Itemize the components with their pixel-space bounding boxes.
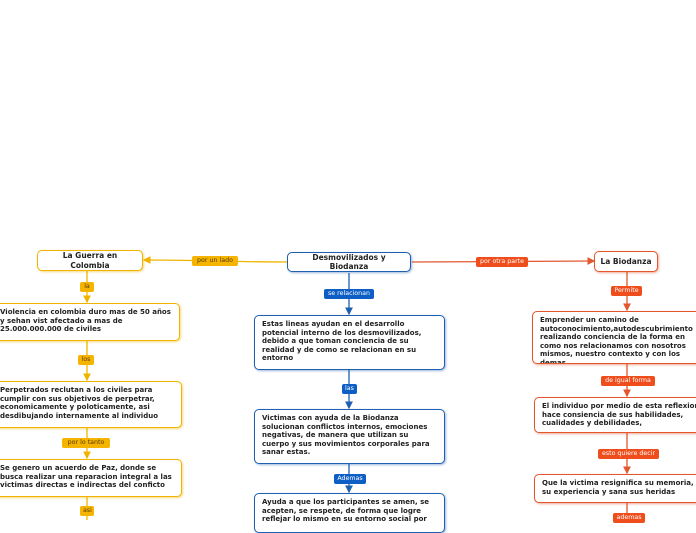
label-ademas-right[interactable]: ademas	[613, 513, 645, 523]
node-center-topic[interactable]: Desmovilizados y Biodanza	[287, 252, 411, 272]
label-la[interactable]: la	[80, 282, 94, 292]
node-left-1[interactable]: Violencia en colombia duro mas de 50 año…	[0, 303, 180, 341]
node-left-2[interactable]: Perpetrados reclutan a los civiles para …	[0, 381, 182, 428]
node-right-2[interactable]: El individuo por medio de esta reflexion…	[534, 397, 696, 433]
node-center-2[interactable]: Victimas con ayuda de la Biodanza soluci…	[254, 409, 445, 464]
label-ademas-center[interactable]: Ademas	[334, 474, 366, 484]
label-asi[interactable]: asi	[80, 506, 94, 516]
node-right-3[interactable]: Que la victima resignifica su memoria, s…	[534, 474, 696, 503]
label-permite[interactable]: Permite	[611, 286, 642, 296]
label-se-relacionan[interactable]: se relacionan	[324, 289, 374, 299]
label-por-lo-tanto[interactable]: por lo tanto	[62, 438, 110, 448]
node-right-1[interactable]: Emprender un camino de autoconocimiento,…	[532, 311, 696, 364]
node-center-3[interactable]: Ayuda a que los participantes se amen, s…	[254, 493, 445, 533]
label-por-otra-parte[interactable]: por otra parte	[476, 257, 528, 267]
label-por-un-lado[interactable]: por un lado	[192, 256, 238, 266]
node-center-1[interactable]: Estas lineas ayudan en el desarrollo pot…	[254, 315, 445, 370]
label-los[interactable]: los	[78, 355, 94, 365]
label-esto-quiere-decir[interactable]: esto quiere decir	[598, 449, 659, 459]
label-de-igual-forma[interactable]: de igual forma	[601, 376, 655, 386]
node-right-title[interactable]: La Biodanza	[594, 251, 658, 272]
node-left-3[interactable]: Se genero un acuerdo de Paz, donde se bu…	[0, 459, 182, 497]
label-las[interactable]: las	[342, 384, 357, 394]
node-left-title[interactable]: La Guerra en Colombia	[37, 250, 143, 271]
